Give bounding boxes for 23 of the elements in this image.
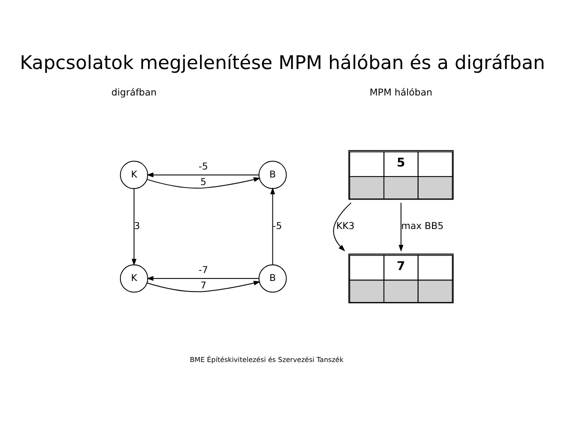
edge-label: -5 <box>198 161 208 172</box>
edge-label: 5 <box>200 176 206 188</box>
label: digráfban <box>111 87 157 98</box>
node-circle: B <box>258 160 287 189</box>
node-circle: K <box>120 264 148 292</box>
edge-label: -7 <box>198 264 208 276</box>
edge-label: KK3 <box>336 220 355 232</box>
edge-label: 3 <box>134 220 140 232</box>
label: MPM hálóban <box>370 87 432 98</box>
arrow <box>333 202 352 251</box>
edge-label: max BB5 <box>401 220 444 232</box>
arrow <box>146 172 260 177</box>
edge-label: 7 <box>200 280 206 292</box>
arrow <box>270 186 276 264</box>
arrow <box>132 188 136 266</box>
arrow <box>146 276 260 280</box>
edge-label: -5 <box>272 220 282 232</box>
arrow <box>146 280 261 292</box>
arrow <box>398 202 404 252</box>
arrow <box>146 176 261 188</box>
node-circle: K <box>120 160 148 189</box>
diagram-title: Kapcsolatok megjelenítése MPM hálóban és a digráfban <box>20 52 546 74</box>
node-circle: B <box>258 264 287 292</box>
